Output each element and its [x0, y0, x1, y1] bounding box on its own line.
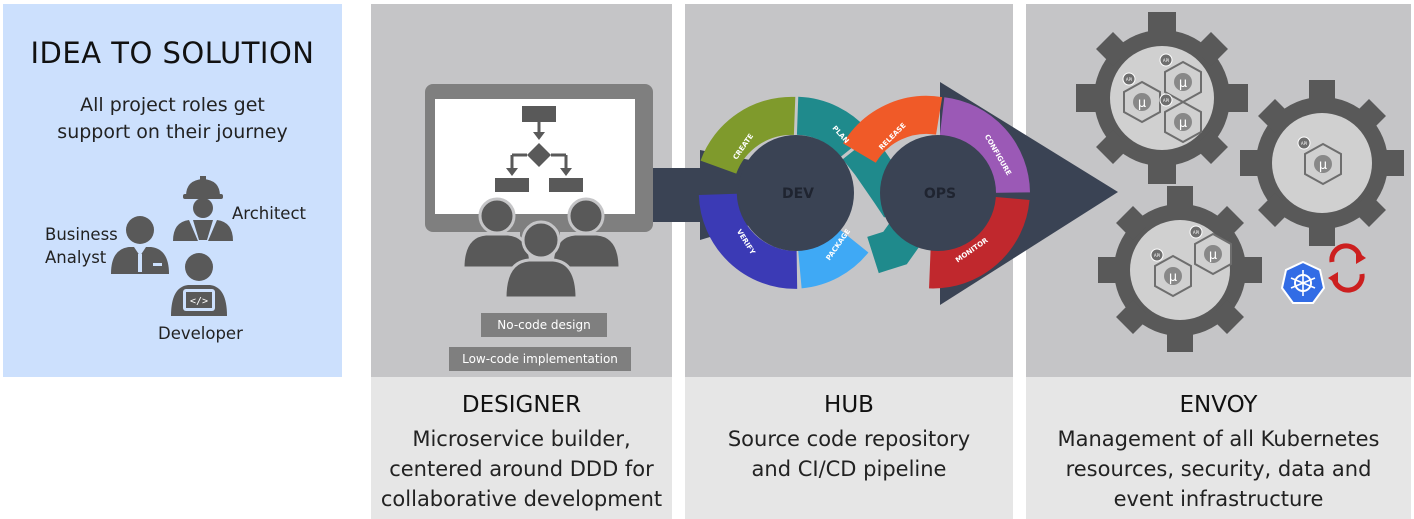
loop-segment-teal-cross [867, 222, 921, 274]
envoy-caption: ENVOY Management of all Kubernetes resou… [1026, 377, 1411, 519]
dev-hub-center [738, 135, 854, 251]
architect-icon [173, 176, 233, 241]
api-label: API [1154, 253, 1160, 258]
api-badges [1122, 53, 1311, 262]
hub-desc-line1: Source code repository [727, 427, 971, 451]
designer-title: DESIGNER [461, 392, 582, 418]
mu-badges [1133, 73, 1332, 285]
mu-label: μ [1209, 248, 1217, 263]
envoy-desc-line2: resources, security, data and [1065, 457, 1372, 481]
mu-label: μ [1179, 116, 1187, 131]
developer-icon: </> [171, 253, 227, 316]
low-code-implementation-tag: Low-code implementation [449, 347, 631, 371]
loop-segment-package [797, 228, 869, 289]
svg-text:</>: </> [190, 296, 208, 307]
idea-subtitle-line1: All project roles get [80, 94, 265, 116]
mu-label: μ [1179, 76, 1187, 91]
loop-segment-configure [939, 97, 1030, 194]
mu-label: μ [1319, 158, 1327, 173]
hub-desc-line2: and CI/CD pipeline [751, 457, 947, 481]
api-label: API [1126, 77, 1132, 82]
designer-desc-line3: collaborative development [380, 487, 663, 511]
flowchart-icon [495, 106, 583, 192]
loop-segment-monitor [929, 195, 1030, 289]
hub-caption: HUB Source code repository and CI/CD pip… [685, 377, 1013, 519]
business-analyst-label: Business Analyst [45, 223, 118, 269]
business-analyst-label-line1: Business [45, 225, 118, 244]
envoy-title: ENVOY [1179, 392, 1258, 418]
idea-title: IDEA TO SOLUTION [30, 36, 315, 70]
hub-title: HUB [824, 392, 874, 418]
hub-description: Source code repository and CI/CD pipelin… [685, 424, 1013, 484]
developer-label: Developer [158, 324, 243, 343]
idea-to-solution-box: IDEA TO SOLUTION All project roles get s… [3, 4, 342, 377]
api-label: API [1301, 141, 1307, 146]
loop-segment-verify [698, 193, 798, 289]
roles-illustration: </> [111, 176, 233, 316]
envoy-desc-line1: Management of all Kubernetes [1057, 427, 1380, 451]
no-code-design-tag: No-code design [481, 313, 607, 337]
designer-caption: DESIGNER Microservice builder, centered … [371, 377, 672, 519]
idea-subtitle-line2: support on their journey [57, 121, 288, 143]
architect-label: Architect [232, 204, 306, 223]
api-label: API [1163, 98, 1169, 103]
kubernetes-icon [1280, 260, 1326, 304]
business-analyst-icon [111, 216, 169, 274]
business-analyst-label-line2: Analyst [45, 248, 107, 267]
loop-segment-create [700, 96, 796, 175]
dev-center-label: DEV [782, 186, 814, 202]
envoy-description: Management of all Kubernetes resources, … [1026, 424, 1411, 514]
loop-segment-release [843, 95, 943, 164]
api-label: API [1193, 230, 1199, 235]
devops-loop [698, 95, 1030, 289]
designer-description: Microservice builder, centered around DD… [371, 424, 672, 514]
mu-label: μ [1169, 270, 1177, 285]
team-icon [461, 197, 622, 300]
ops-hub-center [880, 135, 996, 251]
api-label: API [1163, 58, 1169, 63]
mu-label: μ [1138, 96, 1146, 111]
designer-desc-line1: Microservice builder, [412, 427, 631, 451]
envoy-desc-line3: event infrastructure [1113, 487, 1324, 511]
designer-desc-line2: centered around DDD for [389, 457, 654, 481]
ops-center-label: OPS [924, 186, 956, 202]
idea-subtitle: All project roles get support on their j… [3, 92, 342, 146]
